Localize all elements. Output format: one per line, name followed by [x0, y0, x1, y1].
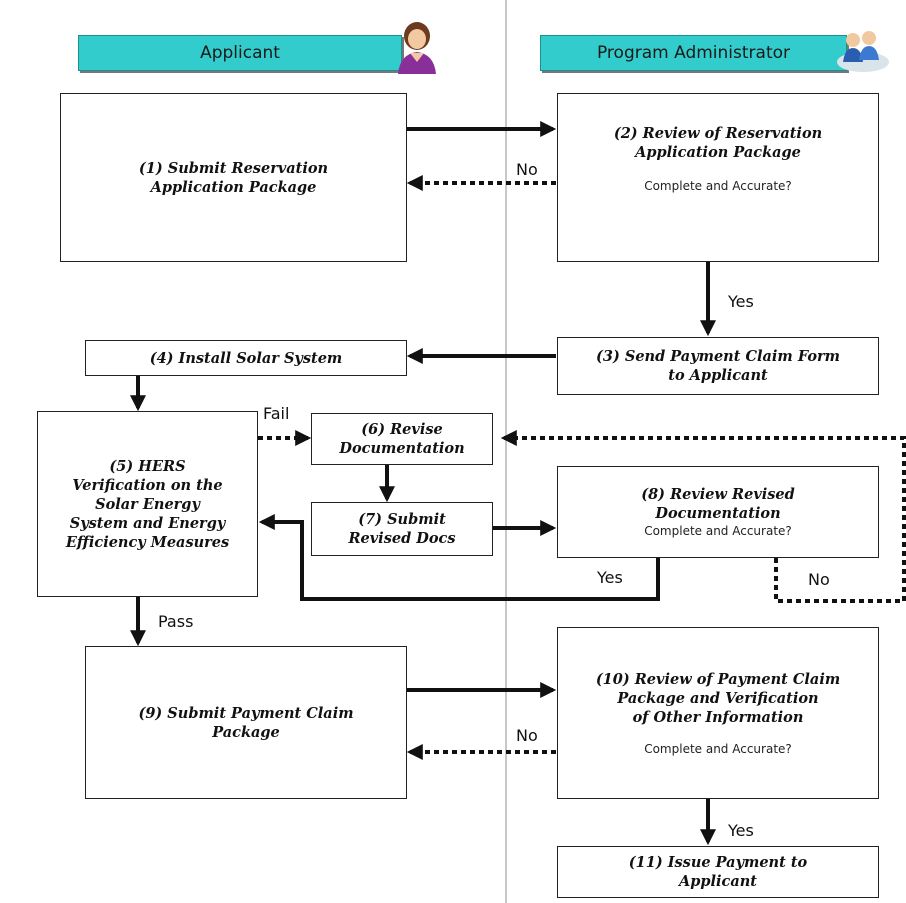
- step-8-box: (8) Review Revised Documentation Complet…: [557, 466, 879, 558]
- step-4-box: (4) Install Solar System: [85, 340, 407, 376]
- step-9-box: (9) Submit Payment Claim Package: [85, 646, 407, 799]
- edge-label-yes: Yes: [728, 292, 754, 311]
- step-8-question: Complete and Accurate?: [644, 524, 792, 538]
- lane-header-administrator: Program Administrator: [540, 35, 847, 71]
- step-2-title: (2) Review of Reservation Application Pa…: [613, 125, 823, 161]
- lane-title-administrator: Program Administrator: [596, 43, 791, 63]
- step-10-box: (10) Review of Payment Claim Package and…: [557, 627, 879, 799]
- step-3-box: (3) Send Payment Claim Form to Applicant: [557, 337, 879, 395]
- person-icon: [398, 22, 436, 74]
- step-2-box: (2) Review of Reservation Application Pa…: [557, 93, 879, 262]
- edge-label-no: No: [516, 160, 538, 179]
- step-10-title: (10) Review of Payment Claim Package and…: [595, 670, 841, 726]
- step-6-box: (6) Revise Documentation: [311, 413, 493, 465]
- edge-label-yes: Yes: [728, 821, 754, 840]
- step-3-title: (3) Send Payment Claim Form to Applicant: [596, 348, 840, 384]
- lane-header-applicant: Applicant: [78, 35, 402, 71]
- step-11-title: (11) Issue Payment to Applicant: [628, 854, 808, 890]
- step-5-title: (5) HERS Verification on the Solar Energ…: [65, 457, 230, 551]
- step-7-box: (7) Submit Revised Docs: [311, 502, 493, 556]
- edge-label-no: No: [808, 570, 830, 589]
- step-6-title: (6) Revise Documentation: [339, 421, 465, 457]
- step-10-question: Complete and Accurate?: [644, 741, 792, 756]
- arrow-8-to-6-no: [500, 430, 906, 603]
- step-2-question: Complete and Accurate?: [644, 179, 792, 193]
- step-11-box: (11) Issue Payment to Applicant: [557, 846, 879, 898]
- edge-label-pass: Pass: [158, 612, 194, 631]
- step-7-title: (7) Submit Revised Docs: [348, 511, 456, 547]
- lane-title-applicant: Applicant: [200, 43, 280, 63]
- edge-label-fail: Fail: [263, 404, 290, 423]
- step-1-box: (1) Submit Reservation Application Packa…: [60, 93, 407, 262]
- step-5-box: (5) HERS Verification on the Solar Energ…: [37, 411, 258, 597]
- step-4-title: (4) Install Solar System: [149, 349, 343, 367]
- edge-label-yes: Yes: [597, 568, 623, 587]
- group-icon: [837, 31, 889, 72]
- arrow-8-to-5-yes: [258, 514, 660, 601]
- lane-divider: [505, 0, 507, 903]
- edge-label-no: No: [516, 726, 538, 745]
- step-1-title: (1) Submit Reservation Application Packa…: [138, 159, 329, 196]
- step-9-title: (9) Submit Payment Claim Package: [138, 704, 354, 741]
- step-8-title: (8) Review Revised Documentation: [641, 486, 795, 522]
